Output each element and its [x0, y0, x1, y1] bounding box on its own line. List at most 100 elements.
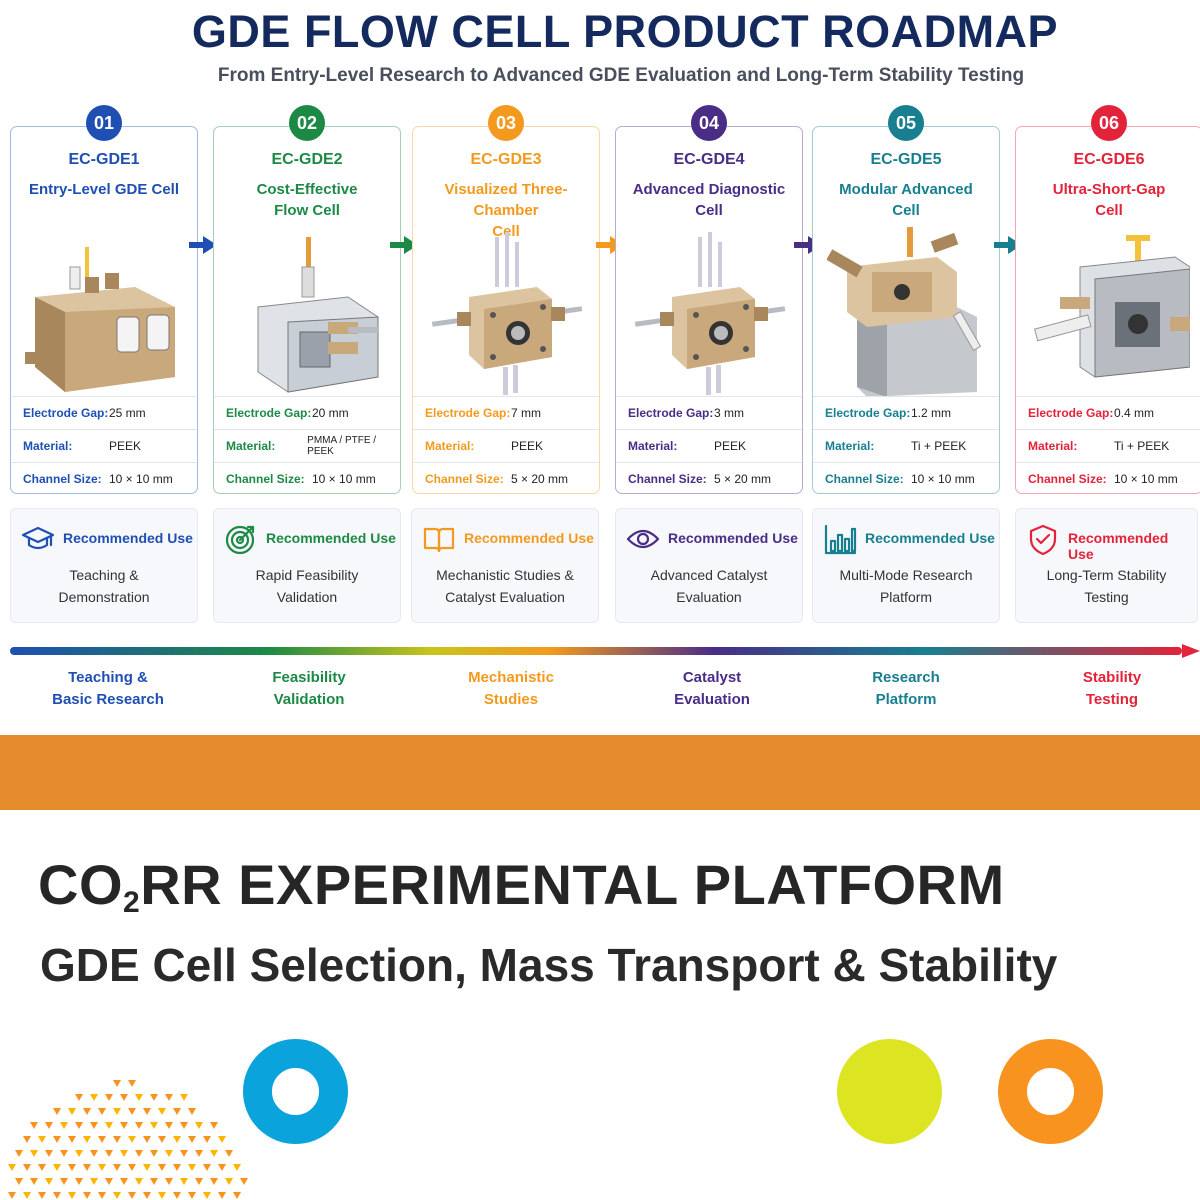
recommended-use-text: Long-Term Stability Testing [1046, 567, 1167, 605]
spec-row-channel: Channel Size:10 × 10 mm [813, 462, 999, 493]
spec-label-material: Material: [23, 439, 73, 453]
dot-triangle [150, 1150, 158, 1157]
dot-triangle [143, 1164, 151, 1171]
dot-triangle [150, 1122, 158, 1129]
spec-value-channel: 10 × 10 mm [1114, 472, 1178, 486]
spec-value-gap: 3 mm [714, 406, 744, 420]
dot-triangle [165, 1150, 173, 1157]
stage-label: Feasibility Validation [272, 669, 346, 708]
dot-triangle [53, 1108, 61, 1115]
card-model: EC-GDE6 [1073, 151, 1145, 168]
dot-triangle [233, 1192, 241, 1199]
dot-triangle [90, 1122, 98, 1129]
recommended-use-title: Recommended Use [668, 530, 798, 546]
spec-label-channel: Channel Size: [226, 472, 305, 486]
roadmap-title: GDE FLOW CELL PRODUCT ROADMAP [191, 6, 1059, 57]
spec-label-gap: Electrode Gap: [425, 406, 511, 420]
platform-title: CO2RR EXPERIMENTAL PLATFORM [38, 852, 1005, 920]
dot-triangle [105, 1122, 113, 1129]
spec-value-gap: 1.2 mm [911, 406, 952, 420]
recommended-use-title: Recommended Use [865, 530, 995, 546]
dot-triangle [105, 1178, 113, 1185]
spec-label-material: Material: [628, 439, 678, 453]
spec-value-channel: 5 × 20 mm [714, 472, 772, 486]
cell-device-image [630, 227, 790, 397]
dot-triangle [218, 1192, 226, 1199]
dot-triangle [180, 1122, 188, 1129]
dot-triangle [30, 1178, 38, 1185]
step-number-badge: 04 [691, 105, 727, 141]
dot-triangle [60, 1178, 68, 1185]
card-name: Modular Advanced Cell [839, 181, 973, 219]
dot-triangle [113, 1108, 121, 1115]
card-model: EC-GDE2 [271, 151, 343, 168]
spec-row-material: Material:PMMA / PTFE / PEEK [214, 429, 400, 462]
spec-value-channel: 10 × 10 mm [109, 472, 173, 486]
cell-device-image [826, 227, 987, 397]
dot-triangle [135, 1094, 143, 1101]
dot-triangle [180, 1178, 188, 1185]
stage-label: Teaching & Basic Research [52, 669, 164, 708]
dot-triangle [30, 1122, 38, 1129]
stage-label: Mechanistic Studies [468, 669, 554, 708]
dot-triangle [150, 1094, 158, 1101]
dot-triangle [45, 1150, 53, 1157]
orange-ring-decoration [998, 1039, 1103, 1144]
dot-triangle [30, 1150, 38, 1157]
dot-triangle [195, 1178, 203, 1185]
open-book-icon [422, 523, 456, 555]
dot-triangle [113, 1192, 121, 1199]
spec-value-channel: 10 × 10 mm [911, 472, 975, 486]
spec-row-channel: Channel Size:10 × 10 mm [11, 462, 197, 493]
progress-timeline [10, 644, 1200, 658]
step-number-badge: 05 [888, 105, 924, 141]
dot-triangle [210, 1122, 218, 1129]
spec-value-material: Ti + PEEK [911, 439, 967, 453]
spec-row-material: Material:Ti + PEEK [1016, 429, 1200, 462]
spec-label-gap: Electrode Gap: [23, 406, 109, 420]
spec-row-material: Material:PEEK [616, 429, 802, 462]
spec-value-channel: 10 × 10 mm [312, 472, 376, 486]
dot-triangle [128, 1108, 136, 1115]
dot-triangle [203, 1192, 211, 1199]
dot-triangle [113, 1164, 121, 1171]
spec-value-gap: 0.4 mm [1114, 406, 1155, 420]
dot-triangle [23, 1192, 31, 1199]
dot-triangle [180, 1094, 188, 1101]
dot-triangle [68, 1164, 76, 1171]
dot-triangle [75, 1094, 83, 1101]
dot-triangle [53, 1136, 61, 1143]
dot-triangle [83, 1192, 91, 1199]
dot-triangle [53, 1164, 61, 1171]
dot-triangle [75, 1122, 83, 1129]
card-name: Advanced Diagnostic Cell [632, 181, 786, 219]
dot-triangle [105, 1150, 113, 1157]
dot-triangle [135, 1150, 143, 1157]
dot-triangle [225, 1150, 233, 1157]
card-model: EC-GDE5 [870, 151, 942, 168]
dot-triangle [105, 1094, 113, 1101]
spec-row-gap: Electrode Gap:0.4 mm [1016, 396, 1200, 429]
dot-triangle [83, 1108, 91, 1115]
step-number-badge: 02 [289, 105, 325, 141]
card-model: EC-GDE1 [68, 151, 140, 168]
spec-label-gap: Electrode Gap: [628, 406, 714, 420]
dot-triangle [173, 1164, 181, 1171]
spec-value-gap: 7 mm [511, 406, 541, 420]
dot-triangle [165, 1178, 173, 1185]
orange-band [0, 735, 1200, 810]
spec-row-channel: Channel Size:5 × 20 mm [616, 462, 802, 493]
dot-triangle [8, 1192, 16, 1199]
dot-triangle [45, 1122, 53, 1129]
dot-triangle [38, 1136, 46, 1143]
recommended-use-text: Mechanistic Studies & Catalyst Evaluatio… [436, 567, 574, 605]
card-name: Entry-Level GDE Cell [28, 181, 180, 198]
cell-device-image [427, 227, 587, 397]
dot-triangle [68, 1108, 76, 1115]
